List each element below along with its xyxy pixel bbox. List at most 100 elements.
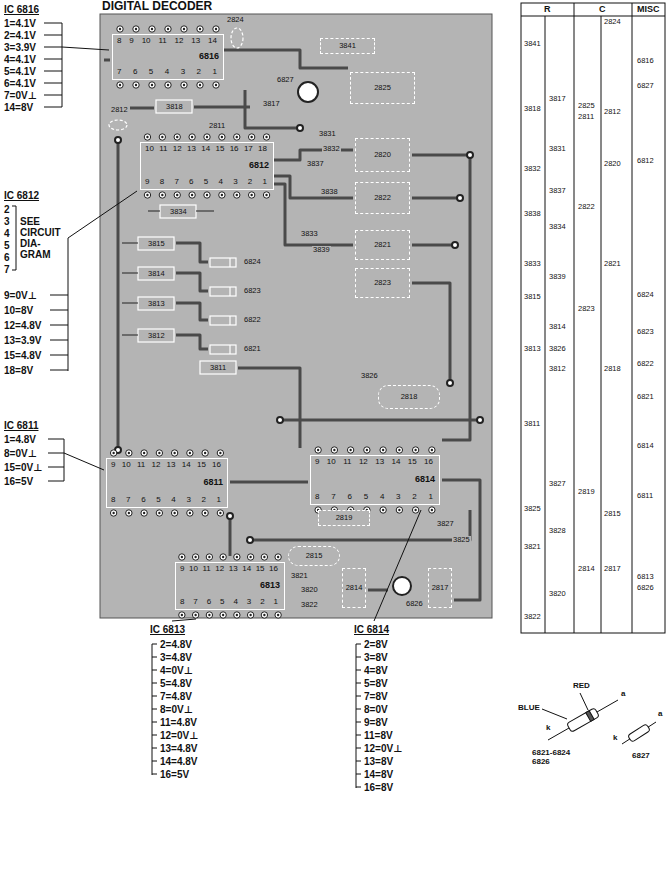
solder-pad: [141, 450, 147, 456]
capacitor-outline: [109, 120, 127, 130]
board-designator: 6821: [243, 345, 262, 353]
table-cell: 3838: [524, 210, 541, 218]
solder-pad: [165, 82, 171, 88]
voltage-reading: 4=0V⊥: [160, 665, 193, 676]
solder-pad: [112, 452, 114, 454]
leader-line: [50, 238, 68, 371]
solder-pad: [380, 507, 386, 513]
voltage-reading: 12=0V⊥: [364, 743, 402, 754]
solder-pad: [183, 84, 185, 86]
pcb-board: [100, 14, 492, 618]
ic-package: 9 10 11 12 13 14 15 1668148 7 6 5 4 3 2 …: [310, 455, 440, 505]
solder-pad: [161, 194, 163, 196]
table-cell: 3841: [524, 40, 541, 48]
solder-pad: [250, 136, 252, 138]
table-cell: 3827: [549, 480, 566, 488]
capacitor-outline: 2821: [355, 230, 410, 260]
diode-symbol: [548, 700, 618, 740]
copper-trace: [130, 107, 154, 110]
board-designator: 3838: [320, 188, 339, 196]
solder-pad: [263, 134, 269, 140]
capacitor-outline: 2814: [342, 568, 366, 608]
leader-line: [48, 439, 64, 481]
table-cell: 2817: [604, 565, 621, 573]
list-heading: IC 6811: [4, 420, 38, 431]
voltage-reading: 3=3.9V: [4, 42, 36, 53]
solder-pad: [249, 556, 251, 558]
ic-designator: 6816: [117, 52, 219, 62]
capacitor-outline: 2817: [428, 568, 452, 608]
board-designator: 3837: [306, 160, 325, 168]
leader-line: [12, 206, 16, 270]
solder-pad: [382, 449, 384, 451]
voltage-reading: 12=0V⊥: [160, 730, 198, 741]
copper-trace: [280, 419, 480, 422]
solder-pad: [189, 134, 195, 140]
solder-pad: [263, 192, 269, 198]
capacitor-outline: 2815: [288, 546, 340, 566]
table-header: MISC: [637, 5, 660, 15]
voltage-reading: 12=4.8V: [4, 320, 42, 331]
part-number: 2817: [432, 584, 449, 592]
board-designator: 3831: [318, 130, 337, 138]
table-cell: 2812: [604, 108, 621, 116]
solder-pad: [220, 612, 226, 618]
solder-pad: [174, 192, 180, 198]
voltage-reading: 16=5V: [4, 476, 33, 487]
solder-pad: [219, 452, 221, 454]
solder-pad: [112, 512, 114, 514]
table-cell: 3821: [524, 543, 541, 551]
solder-pad: [477, 417, 483, 423]
part-number: 2825: [374, 84, 391, 92]
leader-line: [68, 191, 137, 238]
part-number: 2823: [374, 279, 391, 287]
solder-pad: [194, 614, 196, 616]
copper-trace: [176, 243, 208, 262]
solder-pad: [236, 556, 238, 558]
board-designator: 3811: [209, 364, 227, 372]
board-designator: 3822: [300, 601, 319, 609]
solder-pad: [457, 195, 463, 201]
solder-pad: [221, 136, 223, 138]
solder-pad: [187, 450, 193, 456]
solder-pad: [191, 136, 193, 138]
voltage-reading: 16=5V: [160, 769, 189, 780]
voltage-reading: 3=8V: [364, 652, 388, 663]
solder-pad: [174, 134, 180, 140]
table-cell: 2823: [578, 305, 595, 313]
solder-pad: [213, 26, 219, 32]
solder-pad: [187, 510, 193, 516]
solder-pad: [181, 82, 187, 88]
copper-trace: [245, 90, 300, 128]
diode-symbol: [542, 709, 567, 719]
copper-trace: [230, 481, 308, 484]
solder-pad: [247, 554, 253, 560]
solder-pad: [179, 612, 185, 618]
board-designator: 3825: [452, 536, 471, 544]
part-number: 2818: [401, 393, 418, 401]
capacitor-outline: 2823: [355, 268, 410, 298]
table-cell: 6821: [637, 393, 654, 401]
solder-pad: [181, 556, 183, 558]
table-cell: 3814: [549, 323, 566, 331]
voltage-reading: 4=8V: [364, 665, 388, 676]
voltage-reading: 7=8V: [364, 691, 388, 702]
solder-pad: [117, 82, 123, 88]
copper-trace: [117, 140, 120, 450]
table-cell: 3834: [549, 223, 566, 231]
solder-pad: [414, 449, 416, 451]
voltage-reading: 3=4.8V: [160, 652, 192, 663]
solder-pad: [204, 134, 210, 140]
pin-numbers: 9 10 11 12 13 14 15 16: [111, 461, 221, 470]
solder-pad: [173, 452, 175, 454]
solder-pad: [275, 612, 281, 618]
copper-trace: [274, 184, 353, 245]
part-number: 2820: [374, 151, 391, 159]
ic-package: 10 11 12 13 14 15 16 17 1868129 8 7 6 5 …: [140, 142, 274, 190]
board-designator: 3820: [300, 586, 319, 594]
solder-pad: [156, 510, 162, 516]
solder-pad: [173, 512, 175, 514]
parts-table: [521, 3, 665, 633]
solder-pad: [133, 82, 139, 88]
